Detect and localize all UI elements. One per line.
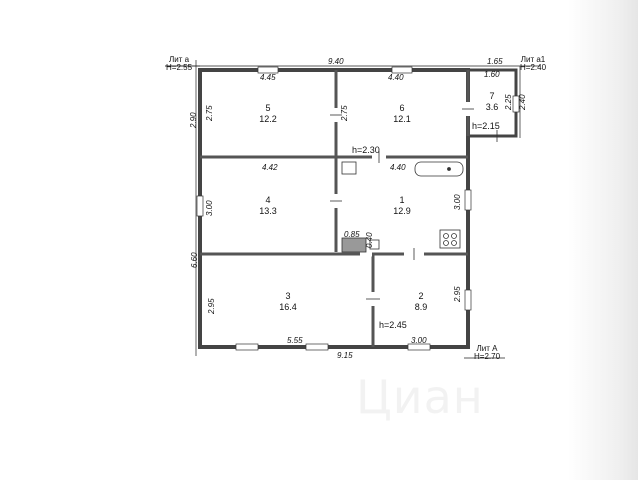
closet-icon — [341, 237, 367, 253]
room-5-number: 5 — [265, 103, 271, 113]
scan-edge — [568, 0, 638, 480]
watermark: Циан — [356, 370, 484, 424]
sink-icon — [341, 161, 357, 175]
lit-A-label: Лит А H=2.70 — [474, 344, 501, 362]
room-4-area: 13.3 — [259, 206, 277, 216]
room-2-number: 2 — [418, 291, 424, 301]
dim-room4-top: 4.42 — [262, 163, 278, 172]
dim-left-upper-outer: 2.90 — [189, 112, 198, 128]
dim-room6-side: 2.75 — [340, 105, 349, 121]
dim-lit-a1-outer: 1.65 — [487, 57, 503, 66]
dim-closet-h: 0.40 — [365, 232, 374, 248]
dim-room2-side: 2.95 — [453, 286, 462, 302]
lit-a-height: H=2.55 — [166, 63, 193, 73]
lit-A-height: H=2.70 — [474, 352, 501, 362]
room-7-area: 3.6 — [485, 102, 499, 112]
dim-left-lower-outer: 6.60 — [190, 252, 199, 268]
dim-room3-side: 2.95 — [207, 298, 216, 314]
dim-room1-top: 4.40 — [390, 163, 406, 172]
dim-room2-bottom: 3.00 — [411, 336, 427, 345]
dimension-lines — [165, 60, 540, 359]
height-room1: h=2.30 — [352, 145, 380, 155]
lit-A-name: Лит А — [476, 344, 498, 353]
room-3-number: 3 — [285, 291, 291, 301]
room-7-number: 7 — [489, 91, 495, 101]
lit-a-name: Лит а — [168, 55, 190, 64]
room-1-area: 12.9 — [393, 206, 411, 216]
dim-room4-side: 3.00 — [205, 200, 214, 216]
door-ticks — [330, 108, 498, 300]
dim-bottom-total: 9.15 — [337, 351, 353, 360]
lit-a1-label: Лит а1 H=2.40 — [520, 55, 547, 73]
lit-a-label: Лит а H=2.55 — [166, 55, 193, 73]
dim-lit-a1-side: 2.40 — [518, 94, 527, 110]
dim-room7-side: 2.25 — [504, 94, 513, 110]
lit-a1-height: H=2.40 — [520, 63, 547, 73]
room-2-area: 8.9 — [414, 302, 428, 312]
room-6-number: 6 — [399, 103, 405, 113]
room-4-number: 4 — [265, 195, 271, 205]
dim-room3-bottom: 5.55 — [287, 336, 303, 345]
dim-closet-w: 0.85 — [344, 230, 360, 239]
dim-room5-side: 2.75 — [205, 105, 214, 121]
fixtures — [341, 161, 464, 253]
bathtub-icon — [414, 161, 464, 177]
room-1-number: 1 — [399, 195, 405, 205]
dim-room1-side: 3.00 — [453, 194, 462, 210]
dim-top-total: 9.40 — [328, 57, 344, 66]
dim-room6-top: 4.40 — [388, 73, 404, 82]
heater-icon — [369, 239, 380, 250]
room-3-area: 16.4 — [279, 302, 297, 312]
room-5-area: 12.2 — [259, 114, 277, 124]
height-room2: h=2.45 — [379, 320, 407, 330]
dim-room7-top: 1.60 — [484, 70, 500, 79]
dim-room5-top: 4.45 — [260, 73, 276, 82]
windows — [196, 66, 520, 351]
room-6-area: 12.1 — [393, 114, 411, 124]
lit-a1-name: Лит а1 — [520, 55, 546, 64]
height-room7: h=2.15 — [472, 121, 500, 131]
stove-icon — [439, 229, 461, 249]
